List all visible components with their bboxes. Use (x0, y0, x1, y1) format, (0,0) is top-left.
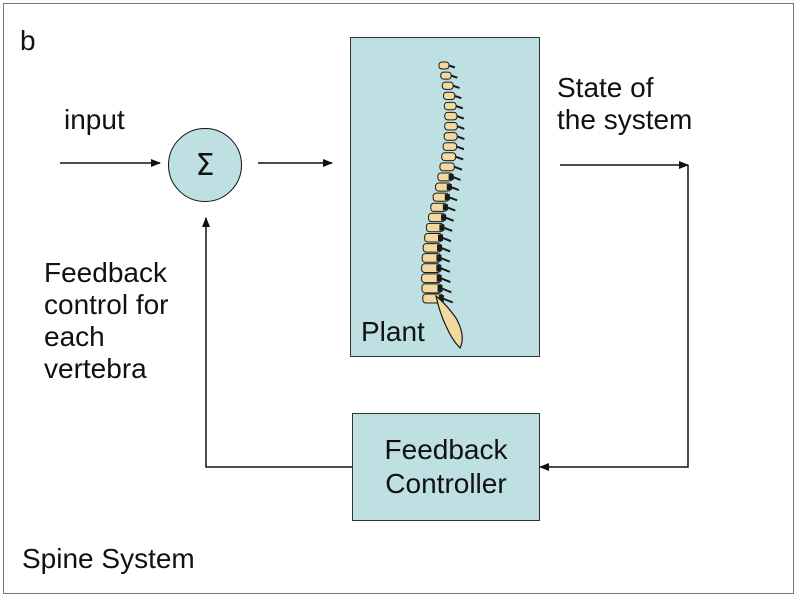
summing-junction: Σ (168, 128, 242, 202)
plant-block: Plant (350, 37, 540, 357)
sigma-symbol: Σ (195, 147, 215, 183)
state-of-system-label: State of the system (557, 72, 693, 135)
feedback-path-to-sum (202, 217, 352, 468)
panel-letter: b (20, 25, 36, 56)
feedback-controller-block: Feedback Controller (352, 413, 540, 521)
system-title: Spine System (22, 543, 195, 574)
feedback-control-description: Feedback control for each vertebra (44, 257, 169, 384)
input-label: input (64, 104, 125, 135)
plant-label: Plant (361, 316, 425, 347)
feedback-controller-label: Feedback Controller (384, 434, 508, 499)
spine-icon (421, 61, 465, 350)
figure-frame (3, 3, 794, 594)
feedback-path-to-controller (539, 165, 689, 471)
